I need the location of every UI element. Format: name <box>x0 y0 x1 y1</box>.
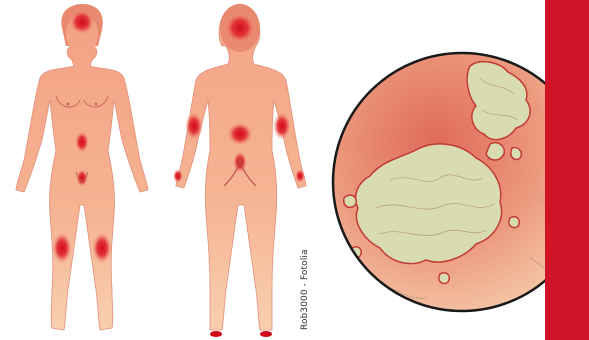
front-body-figure <box>0 0 170 340</box>
photo-credit: Rob3000 - Fotolia <box>300 249 310 330</box>
back-body-figure <box>168 0 318 340</box>
red-accent-bar <box>545 0 589 340</box>
